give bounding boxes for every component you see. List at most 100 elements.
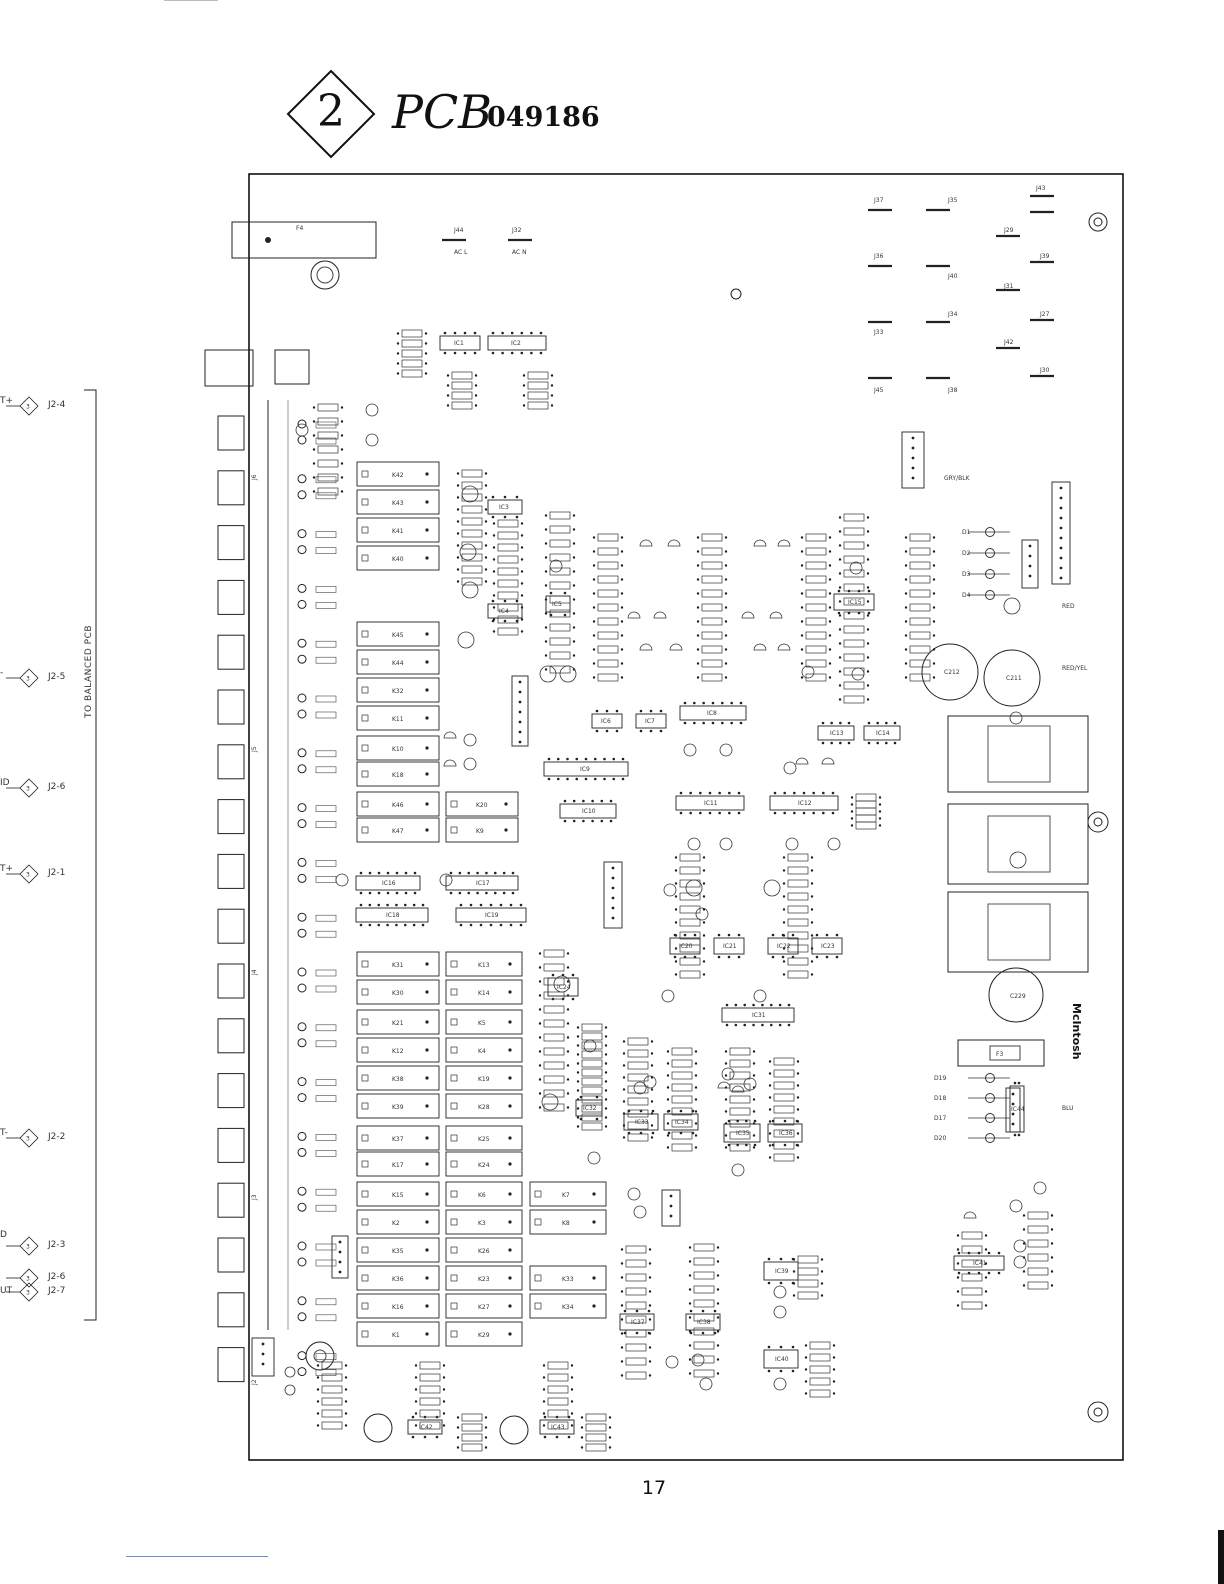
relay-pin <box>425 1136 429 1140</box>
pad <box>566 1064 570 1067</box>
resistor <box>843 513 865 522</box>
ic-pin <box>713 1309 717 1313</box>
ic-pin <box>683 721 687 725</box>
jumper-label: J31 <box>1003 283 1014 290</box>
capacitor <box>583 1039 597 1053</box>
ic-package <box>675 795 745 811</box>
header-pin <box>1059 506 1063 510</box>
pad <box>492 558 496 561</box>
rca-jack <box>217 1073 245 1109</box>
pad <box>344 1376 348 1379</box>
pad <box>850 824 854 827</box>
pad <box>620 1290 624 1293</box>
relay <box>445 951 523 977</box>
resistor <box>787 970 809 979</box>
resistor <box>625 1329 647 1338</box>
pad <box>904 578 908 581</box>
ic-pin <box>876 741 879 745</box>
ic-pin <box>647 1309 651 1313</box>
relay-pin <box>425 528 429 532</box>
pad <box>456 580 460 583</box>
pad <box>484 472 488 475</box>
resistor <box>543 1089 565 1098</box>
ic-pin <box>718 791 721 795</box>
capacitor <box>1003 597 1021 615</box>
ic-pin <box>593 777 597 781</box>
ic-pin <box>489 903 493 907</box>
ic-package <box>543 761 629 777</box>
pad <box>878 796 882 799</box>
pad <box>696 564 700 567</box>
resistor <box>797 1267 819 1276</box>
pad <box>850 817 854 820</box>
ic-pin <box>793 791 796 795</box>
header-pin <box>669 1204 673 1208</box>
ic-pin <box>575 777 579 781</box>
relay-pin1 <box>361 526 369 534</box>
pad <box>984 1304 988 1307</box>
relay <box>445 1209 523 1235</box>
ic-label: IC5 <box>552 601 562 608</box>
relay-label: K3 <box>478 1220 486 1227</box>
resistor <box>805 575 827 584</box>
resistor <box>315 1243 337 1251</box>
ic-pin <box>752 1003 755 1007</box>
relay <box>445 1321 523 1347</box>
pad <box>520 582 524 585</box>
pad <box>620 536 624 539</box>
jack-pad <box>297 912 307 922</box>
resistor <box>671 1143 693 1152</box>
pad <box>650 1112 654 1115</box>
ic-pin <box>701 1331 705 1335</box>
ic-pin <box>459 923 463 927</box>
pad <box>810 869 814 872</box>
jack-pad <box>297 1202 307 1212</box>
header-pin <box>518 690 522 694</box>
rca-jack <box>217 1018 245 1054</box>
pad <box>810 882 814 885</box>
resistor <box>773 1141 795 1150</box>
pad <box>984 1262 988 1265</box>
ic-label: IC6 <box>601 718 611 725</box>
capacitor <box>284 1384 296 1396</box>
resistor <box>701 603 723 612</box>
resistor <box>693 1355 715 1364</box>
capacitor <box>541 1093 559 1111</box>
resistor <box>961 1231 983 1240</box>
pad <box>620 606 624 609</box>
pad <box>566 952 570 955</box>
resistor <box>549 651 571 660</box>
pad <box>484 496 488 499</box>
ic-pin <box>386 871 390 875</box>
resistor <box>855 821 877 830</box>
pad <box>792 1270 796 1273</box>
ic-pin <box>830 721 833 725</box>
pad <box>674 973 678 976</box>
header-pin <box>1011 1112 1015 1116</box>
pad <box>932 578 936 581</box>
resistor <box>549 525 571 534</box>
ic-pin <box>412 903 416 907</box>
pad <box>838 684 842 687</box>
pad <box>666 1134 670 1137</box>
board-code: 049186 <box>487 102 600 133</box>
misc-label: C212 <box>944 669 960 676</box>
resistor <box>843 597 865 606</box>
relay-pin <box>508 1104 512 1108</box>
pad <box>932 676 936 679</box>
pad <box>620 1276 624 1279</box>
header-pin <box>611 906 615 910</box>
pad <box>316 1364 320 1367</box>
pad <box>1050 1214 1054 1217</box>
resistor <box>317 473 339 482</box>
pad <box>344 1412 348 1415</box>
resistor <box>693 1299 715 1308</box>
resistor <box>729 1071 751 1080</box>
jumper-label: J34 <box>947 311 958 318</box>
relay-label: K25 <box>478 1136 490 1143</box>
pad <box>622 1088 626 1091</box>
pad <box>696 536 700 539</box>
ic-label: IC2 <box>511 340 521 347</box>
ic-pin <box>997 1251 1001 1255</box>
